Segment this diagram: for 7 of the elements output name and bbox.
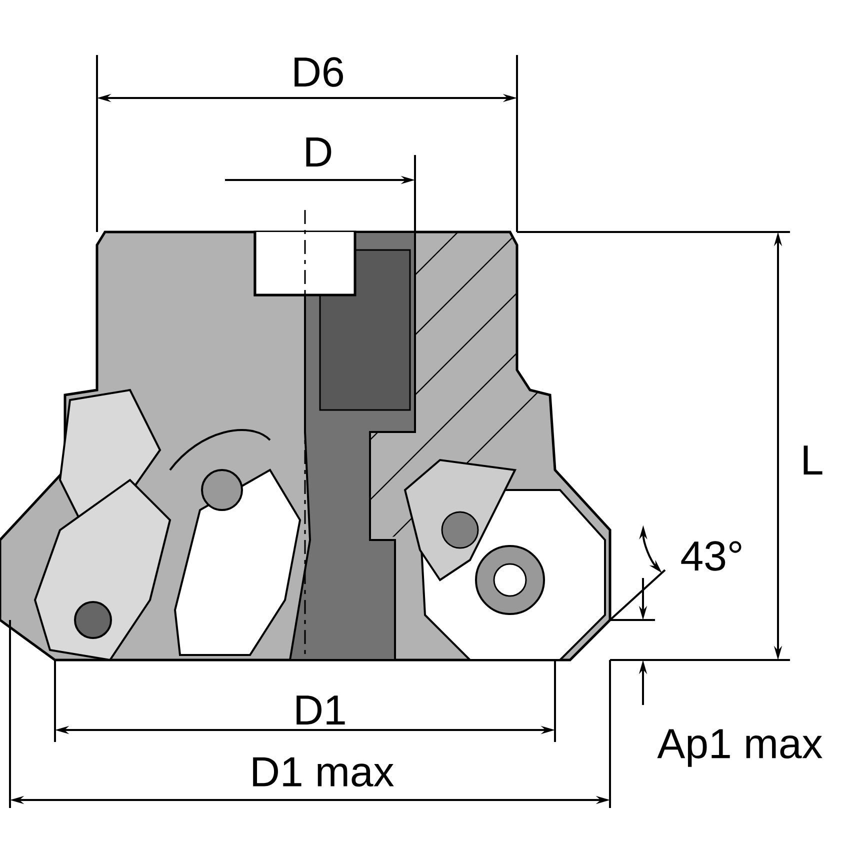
dimension-label: D6 [294,57,343,87]
dimension-label: 43° [681,541,742,571]
dimension-label: D1 [296,696,345,724]
dimension-label: Ap1 max [657,729,822,767]
dimension-label: D [306,138,332,166]
dimension-label: L [804,446,822,474]
dimension-label: D1 max [253,757,394,787]
